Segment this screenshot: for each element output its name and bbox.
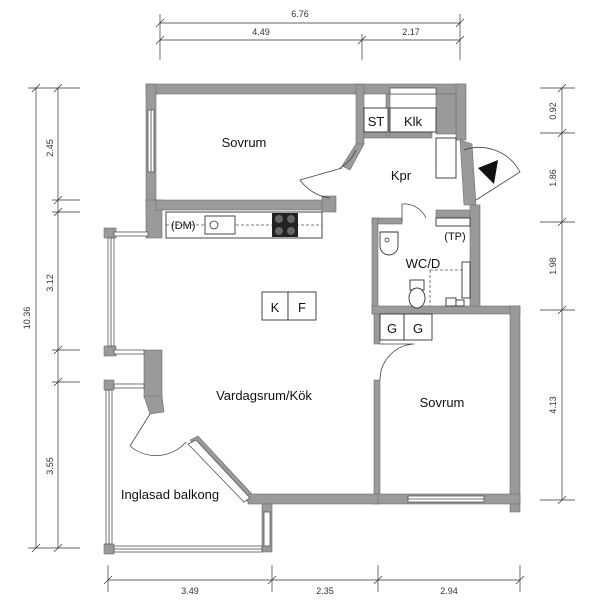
dishwasher-label: (DM) [171,220,195,232]
room-label-bedroom-top: Sovrum [222,135,267,150]
window-wardrobe [389,87,437,95]
dim-right-4: 4.13 [548,396,558,414]
freezer-label: F [298,300,306,315]
dim-top-right: 2.17 [402,27,420,37]
room-label-living-kitchen: Vardagsrum/Kök [216,388,312,403]
bathroom-fixtures: (TP) [379,217,471,309]
right-dimensions: 0.92 1.86 1.98 4.13 [540,83,575,505]
towel-rail-icon [461,261,471,299]
door-bedroom-right [379,343,415,381]
balcony-glazing-right [263,511,271,547]
door-balcony [129,413,187,456]
walls [103,83,521,555]
dim-left-total: 10.36 [22,307,32,330]
bottom-dimensions: 3.49 2.35 2.94 [103,565,525,596]
storage-wardrobe: ST Klk [363,107,437,133]
dim-right-2: 1.86 [548,169,558,187]
dim-left-3: 3.55 [45,457,55,475]
closets: G G [379,313,433,341]
dim-top-total: 6.76 [291,9,309,19]
wardrobe-label: Klk [404,114,423,129]
washbasin-icon [379,231,399,256]
fridge-freezer: K F [261,291,317,321]
shower-drain-icon [445,297,457,307]
room-label-bathroom: WC/D [406,256,441,271]
toilet-icon [408,287,426,309]
left-dimensions: 10.36 2.45 3.12 3.55 [22,83,80,553]
door-bedroom-top-arc [339,149,357,169]
room-label-balcony: Inglasad balkong [121,487,219,502]
dim-top-left: 4.49 [252,27,270,37]
balcony-glazing-top [113,383,145,389]
storage-label: ST [368,114,385,129]
sink-icon [204,215,236,235]
dim-right-1: 0.92 [548,102,558,120]
dim-right-3: 1.98 [548,257,558,275]
room-label-bedroom-right: Sovrum [420,395,465,410]
kitchen-counter: (DM) [165,211,323,239]
window-living-top [113,231,149,237]
closet-2-label: G [413,321,423,336]
dim-left-2: 3.12 [45,274,55,292]
door-bedroom-top [299,167,343,199]
window-living-bottom [113,349,145,355]
room-labels: Sovrum Kpr WC/D Vardagsrum/Kök Sovrum In… [121,135,465,502]
dim-bottom-3: 2.94 [440,586,458,596]
fridge-label: K [271,300,280,315]
entrance-arrow-icon [478,160,498,184]
dim-bottom-2: 2.35 [316,586,334,596]
door-entrance [463,146,521,201]
hall-closet [435,137,457,179]
towel-place-label: (TP) [444,231,465,243]
room-label-hallway: Kpr [391,168,412,183]
balcony-door-glazing [187,439,251,503]
top-dimensions: 6.76 4.49 2.17 [155,9,465,60]
closet-1-label: G [387,321,397,336]
windows [105,87,485,553]
dim-left-1: 2.45 [45,139,55,157]
dim-bottom-1: 3.49 [181,586,199,596]
door-bathroom [401,203,427,222]
